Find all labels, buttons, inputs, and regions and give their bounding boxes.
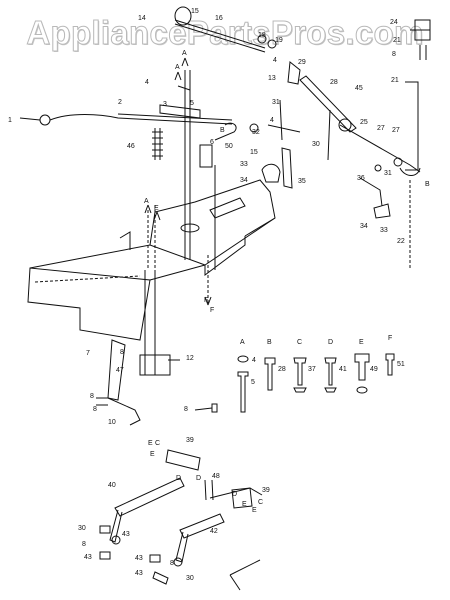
callout: 31: [272, 99, 280, 106]
callout: 8: [93, 406, 97, 413]
callout: 30: [78, 525, 86, 532]
ref-letter-e: E: [242, 501, 247, 508]
callout: 8: [184, 406, 188, 413]
callout: 7: [86, 350, 90, 357]
callout: 30: [312, 141, 320, 148]
reference-arrows: [144, 57, 212, 306]
callout: 39: [262, 487, 270, 494]
callout: 43: [135, 555, 143, 562]
callout: 32: [252, 129, 260, 136]
callout: 34: [240, 177, 248, 184]
callout: 8: [82, 541, 86, 548]
ref-letter-c: C: [155, 440, 160, 447]
callout: 14: [138, 15, 146, 22]
callout: 28: [278, 366, 286, 373]
callout: 22: [397, 238, 405, 245]
callout: 34: [360, 223, 368, 230]
callout: 13: [268, 75, 276, 82]
ref-letter-e: E: [252, 507, 257, 514]
callout: 8: [120, 349, 124, 356]
ref-letter-a: A: [175, 64, 180, 71]
callout-labels: 1 2 3 4 5 6 50 46 14 15 16 18 19 4 29 13…: [8, 8, 430, 582]
callout: 16: [215, 15, 223, 22]
callout: 12: [186, 355, 194, 362]
callout: 36: [357, 175, 365, 182]
ref-letter-a: A: [144, 198, 149, 205]
callout: 6: [210, 139, 214, 146]
callout: 43: [84, 554, 92, 561]
callout: 33: [380, 227, 388, 234]
ref-letter-e: E: [148, 440, 153, 447]
callout: 4: [273, 57, 277, 64]
ref-letter-a: A: [182, 50, 187, 57]
callout: 5: [251, 379, 255, 386]
callout: 47: [116, 367, 124, 374]
callout: 21: [393, 37, 401, 44]
callout: 19: [275, 37, 283, 44]
ref-letter-f: F: [210, 307, 214, 314]
ref-letter-e: E: [150, 451, 155, 458]
callout: 1: [8, 117, 12, 124]
callout: 46: [127, 143, 135, 150]
ref-letter-c: C: [258, 499, 263, 506]
callout: 10: [108, 419, 116, 426]
ref-letter-e: E: [154, 205, 159, 212]
ref-letter-d: D: [232, 491, 237, 498]
callout: 3: [163, 101, 167, 108]
chassis-frame: [27, 179, 276, 341]
callout: 8: [170, 560, 174, 567]
callout: 33: [240, 161, 248, 168]
ref-letter-d: D: [176, 475, 181, 482]
callout: 15: [191, 8, 199, 15]
callout: 43: [122, 531, 130, 538]
callout: 4: [270, 117, 274, 124]
callout: 40: [108, 482, 116, 489]
callout: 35: [298, 178, 306, 185]
callout: 2: [118, 99, 122, 106]
callout: 43: [135, 570, 143, 577]
callout: 50: [225, 143, 233, 150]
watermark: AppliancePartsPros.com: [26, 14, 424, 52]
ref-letter-b: B: [220, 127, 225, 134]
callout: 39: [186, 437, 194, 444]
callout: 41: [339, 366, 347, 373]
callout: 45: [355, 85, 363, 92]
callout: 28: [330, 79, 338, 86]
callout: 30: [186, 575, 194, 582]
callout: 5: [190, 100, 194, 107]
callout: 27: [377, 125, 385, 132]
hardware-header-d: D: [328, 339, 333, 346]
callout: 4: [252, 357, 256, 364]
callout: 29: [298, 59, 306, 66]
hardware-header-e: E: [359, 339, 364, 346]
callout: 31: [384, 170, 392, 177]
callout: 48: [212, 473, 220, 480]
callout: 49: [370, 366, 378, 373]
callout: 8: [392, 51, 396, 58]
callout: 8: [90, 393, 94, 400]
callout: 18: [258, 32, 266, 39]
callout: 24: [390, 19, 398, 26]
ref-letter-d: D: [196, 475, 201, 482]
lift-linkage-top: [19, 70, 237, 305]
callout: 42: [210, 528, 218, 535]
deck-linkage-bottom: [99, 449, 263, 591]
hardware-header-f: F: [388, 335, 392, 342]
callout: 15: [250, 149, 258, 156]
lift-linkage-right: [174, 6, 431, 270]
hardware-header-b: B: [267, 339, 272, 346]
callout: 21: [391, 77, 399, 84]
callout: 4: [145, 79, 149, 86]
callout: 27: [392, 127, 400, 134]
hardware-header-a: A: [240, 339, 245, 346]
lift-linkage-middle: [96, 270, 218, 426]
hardware-icons: [237, 353, 395, 413]
callout: 51: [397, 361, 405, 368]
ref-letter-f: F: [204, 297, 208, 304]
callout: 25: [360, 119, 368, 126]
callout: B: [425, 181, 430, 188]
callout: 37: [308, 366, 316, 373]
hardware-header-c: C: [297, 339, 302, 346]
